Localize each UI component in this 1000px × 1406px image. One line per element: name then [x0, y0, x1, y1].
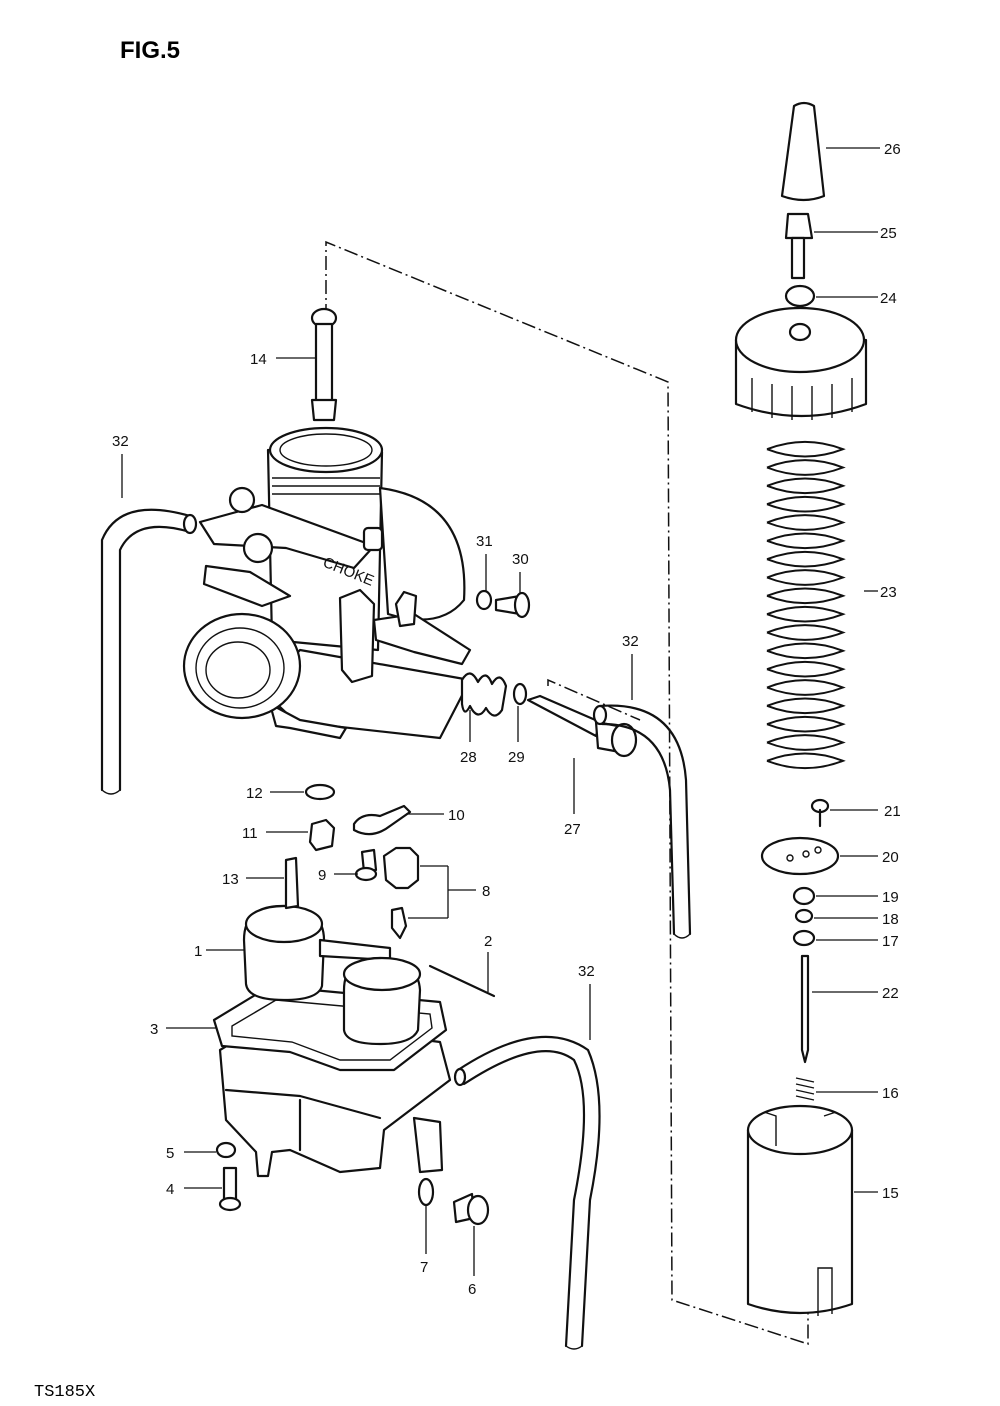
callout-7: 7 — [420, 1259, 428, 1276]
mixing-chamber-top — [734, 306, 868, 420]
vent-hose-bowl — [453, 1035, 601, 1350]
callout-4: 4 — [166, 1181, 174, 1198]
callout-32-middle: 32 — [622, 633, 639, 650]
washer-31 — [475, 589, 493, 611]
clip-18 — [794, 908, 814, 924]
callout-30: 30 — [512, 551, 529, 568]
lock-nut — [784, 284, 816, 308]
callout-5: 5 — [166, 1145, 174, 1162]
callout-10: 10 — [448, 807, 465, 824]
callout-3: 3 — [150, 1021, 158, 1038]
callout-19: 19 — [882, 889, 899, 906]
leader-lines — [121, 147, 880, 1276]
washer-19 — [792, 886, 816, 906]
figure-title: FIG.5 — [120, 37, 180, 64]
washer-17 — [792, 929, 816, 947]
callout-29: 29 — [508, 749, 525, 766]
callout-13: 13 — [222, 871, 239, 888]
callout-8: 8 — [482, 883, 490, 900]
vent-hose-left — [100, 508, 198, 795]
callout-27: 27 — [564, 821, 581, 838]
callout-23: 23 — [880, 584, 897, 601]
callout-15: 15 — [882, 1185, 899, 1202]
float-clip — [352, 804, 412, 836]
pilot-screw-spring — [460, 672, 508, 717]
callout-31: 31 — [476, 533, 493, 550]
callout-11: 11 — [242, 825, 258, 842]
screw-9 — [354, 848, 378, 882]
cable-adjuster — [784, 212, 814, 280]
assembly-outline — [325, 240, 809, 1346]
plate-screw — [810, 798, 830, 828]
pilot-jet — [308, 818, 336, 852]
model-code: TS185X — [34, 1383, 95, 1402]
cable-adjuster-cap — [780, 101, 826, 202]
washer-12 — [304, 783, 336, 801]
callout-28: 28 — [460, 749, 477, 766]
float-pin — [428, 964, 496, 998]
needle-spring — [795, 1077, 815, 1101]
screw-4 — [218, 1166, 242, 1212]
callout-2: 2 — [484, 933, 492, 950]
main-jet-stem — [284, 856, 300, 910]
float-assembly — [242, 904, 422, 1046]
callout-1: 1 — [194, 943, 202, 960]
washer-5 — [215, 1141, 237, 1159]
screw-30 — [494, 591, 531, 619]
callout-26: 26 — [884, 141, 901, 158]
callout-21: 21 — [884, 803, 901, 820]
needle-valve — [382, 846, 420, 940]
callout-labels: 26 25 24 23 21 20 19 18 17 22 16 15 14 3… — [112, 141, 901, 1298]
carburetor-body: CHOKE — [182, 426, 472, 740]
callout-22: 22 — [882, 985, 899, 1002]
callout-25: 25 — [880, 225, 897, 242]
callout-9: 9 — [318, 867, 326, 884]
vent-hose-middle — [592, 704, 692, 939]
callout-12: 12 — [246, 785, 263, 802]
throttle-slide — [746, 1104, 854, 1316]
callout-6: 6 — [468, 1281, 476, 1298]
throttle-spring — [766, 440, 846, 770]
gasket-7 — [417, 1177, 435, 1207]
o-ring-29 — [512, 682, 528, 706]
jet-needle — [800, 954, 810, 1064]
pilot-screw — [526, 694, 638, 758]
callout-18: 18 — [882, 911, 899, 928]
drain-plug — [452, 1192, 490, 1226]
callout-16: 16 — [882, 1085, 899, 1102]
throttle-stop-screw — [310, 307, 338, 422]
callout-32-bowl: 32 — [578, 963, 595, 980]
callout-24: 24 — [880, 290, 897, 307]
needle-retainer-plate — [760, 836, 840, 876]
callout-17: 17 — [882, 933, 899, 950]
callout-32-left: 32 — [112, 433, 129, 450]
callout-20: 20 — [882, 849, 899, 866]
callout-14: 14 — [250, 351, 267, 368]
